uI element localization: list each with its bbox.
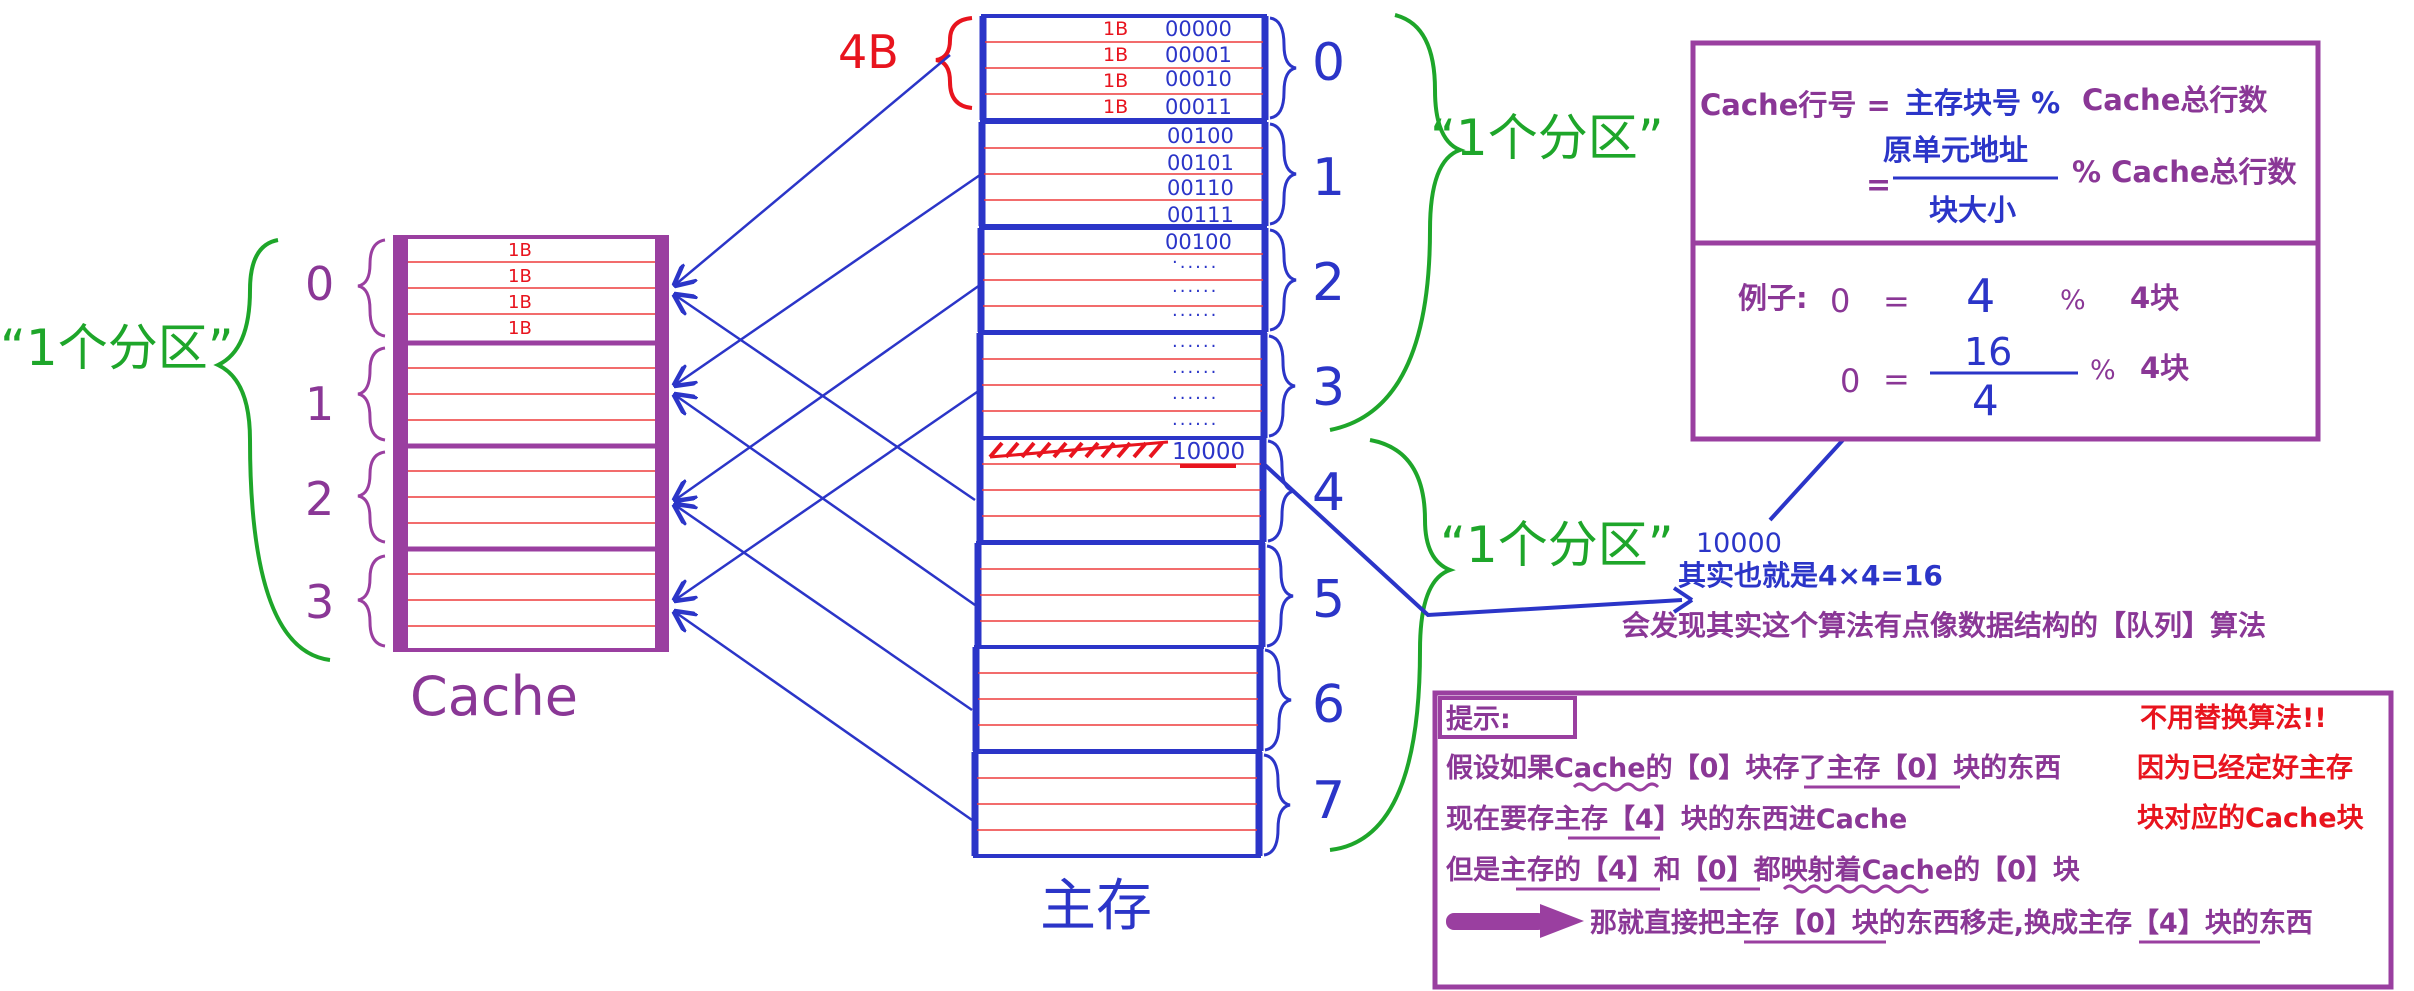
example-eq: =: [1883, 360, 1910, 398]
main-memory-label: 主存: [1040, 874, 1152, 939]
hint-title: 提示:: [1446, 704, 1511, 735]
memory-block-0: 1B 1B 1B 1B 00000 00001 00010 00011: [979, 14, 1269, 122]
memory-block-7: [971, 750, 1263, 858]
block-number: 7: [1312, 771, 1345, 831]
formula-box: Cache行号 = 主存块号 % Cache总行数 = 原单元地址 块大小 % …: [1690, 40, 2321, 442]
example-denominator: 4: [1972, 376, 1999, 425]
formula-rhs: Cache总行数: [2082, 83, 2268, 117]
cache-line-number: 3: [305, 575, 334, 629]
example-result: 0: [1840, 362, 1860, 400]
partition-label: “1个分区”: [1440, 516, 1674, 574]
hint-arrow: [1446, 904, 1584, 938]
address-label: 10000: [1172, 439, 1245, 465]
byte-label: 1B: [1103, 18, 1128, 40]
block-numbers: 0 1 2 3 4 5 6 7: [1312, 33, 1345, 831]
example-blocks: 4块: [2130, 281, 2179, 315]
hint-red-1: 不用替换算法!!: [2140, 702, 2327, 734]
ellipsis-dots: ......: [1172, 300, 1218, 321]
memory-block-2: 00100 ·..... ...... ......: [977, 226, 1269, 334]
formula-lhs: Cache行号 =: [1700, 88, 1891, 122]
partition-label: “1个分区”: [0, 319, 234, 377]
example-blocks: 4块: [2140, 351, 2189, 385]
hint-red-2: 因为已经定好主存: [2137, 752, 2353, 784]
block-number: 3: [1312, 358, 1345, 418]
ellipsis-dots: ......: [1172, 276, 1218, 297]
example-value: 4: [1966, 269, 1995, 323]
note-line-1: 其实也就是4×4=16: [1678, 559, 1943, 592]
partition-braces: [213, 13, 1466, 852]
note-address: 10000: [1696, 528, 1782, 559]
formula-mid: 主存块号 %: [1905, 86, 2060, 120]
address-label: 00101: [1167, 151, 1234, 175]
address-label: 00110: [1167, 176, 1234, 200]
block-number: 6: [1312, 675, 1345, 735]
block-number: 0: [1312, 33, 1345, 93]
address-label: 00100: [1165, 230, 1232, 254]
hint-red-3: 块对应的Cache块: [2137, 802, 2365, 834]
hint-line-4: 那就直接把主存【0】块的东西移走,换成主存【4】块的东西: [1590, 907, 2313, 939]
memory-block-4: 10000: [976, 436, 1267, 544]
block-number: 2: [1312, 253, 1345, 313]
cache-label: Cache: [410, 665, 578, 728]
address-label: 00111: [1167, 203, 1234, 227]
byte-label: 1B: [508, 266, 532, 287]
ellipsis-dots: ......: [1172, 357, 1218, 378]
cache-line-number: 0: [305, 257, 334, 311]
hint-underlines: [1516, 782, 2260, 944]
formula-numerator: 原单元地址: [1883, 133, 2028, 167]
example-result: 0: [1830, 282, 1850, 320]
block-number: 1: [1312, 148, 1345, 208]
address-label: 00011: [1165, 95, 1232, 119]
formula-eq: =: [1866, 168, 1891, 203]
hint-line-2: 现在要存主存【4】块的东西进Cache: [1446, 803, 1907, 835]
memory-block-6: [972, 645, 1264, 753]
formula-denominator: 块大小: [1929, 193, 2016, 227]
ellipsis-dots: ......: [1172, 331, 1218, 352]
byte-label: 1B: [508, 292, 532, 313]
block-braces: [1263, 16, 1297, 857]
cache-line-number: 1: [305, 377, 334, 431]
hatched-byte: [988, 440, 1169, 459]
memory-block-3: ...... ...... ...... ......: [976, 331, 1268, 440]
memory-block-5: [974, 541, 1266, 649]
address-label: 00001: [1165, 43, 1232, 67]
cache-row-lines: [408, 261, 655, 627]
byte-label: 1B: [508, 240, 532, 261]
ellipsis-dots: ·.....: [1172, 252, 1218, 273]
mapping-arrows: [675, 54, 981, 822]
hint-line-1: 假设如果Cache的【0】块存了主存【0】块的东西: [1446, 752, 2061, 784]
ellipsis-dots: ......: [1172, 383, 1218, 404]
example-eq: =: [1883, 282, 1910, 320]
block-number: 5: [1312, 570, 1345, 630]
hint-line-3: 但是主存的【4】和【0】都映射着Cache的【0】块: [1446, 854, 2081, 886]
formula-line2-rhs: % Cache总行数: [2072, 155, 2298, 189]
cache-line-braces: [357, 238, 386, 648]
address-label: 00000: [1165, 17, 1232, 41]
hint-box: 提示: 假设如果Cache的【0】块存了主存【0】块的东西 现在要存主存【4】块…: [1432, 690, 2394, 990]
example-mod: %: [2060, 285, 2086, 316]
main-memory: 1B 1B 1B 1B 00000 00001 00010 00011 0010…: [838, 14, 1345, 939]
cache-line-numbers: 0 1 2 3: [305, 257, 334, 629]
address-label: 00100: [1167, 124, 1234, 148]
byte-label: 1B: [508, 318, 532, 339]
example-label: 例子:: [1738, 281, 1808, 315]
example-numerator: 16: [1964, 330, 2012, 374]
byte-label: 1B: [1103, 44, 1128, 66]
cache-line-number: 2: [305, 472, 334, 526]
address-label: 00010: [1165, 67, 1232, 91]
example-mod: %: [2090, 355, 2116, 386]
note-line-2: 会发现其实这个算法有点像数据结构的【队列】算法: [1622, 609, 2266, 642]
block-size-brace: [935, 16, 973, 110]
ellipsis-dots: ......: [1172, 409, 1218, 430]
cache: 1B 1B 1B 1B 0 1 2 3 Cache: [305, 235, 669, 728]
byte-label: 1B: [1103, 70, 1128, 92]
partition-label: “1个分区”: [1430, 109, 1664, 167]
block-size-label: 4B: [838, 25, 899, 79]
byte-label: 1B: [1103, 96, 1128, 118]
memory-block-1: 00100 00101 00110 00111: [978, 120, 1269, 228]
